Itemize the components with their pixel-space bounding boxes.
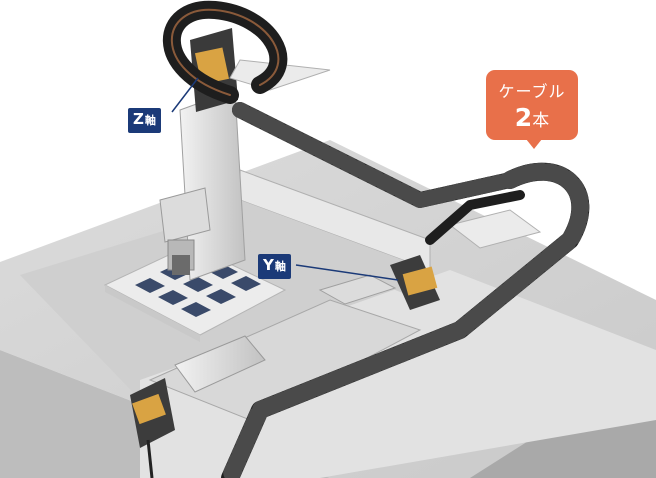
cable-chain — [162, 0, 590, 478]
callout-tail — [526, 139, 542, 149]
z-axis-letter: Z — [133, 110, 144, 128]
callout-cable-text: ケーブル — [498, 82, 566, 101]
y-axis-leader — [295, 264, 399, 281]
callout-count: 2本 — [486, 103, 578, 132]
z-axis-kanji: 軸 — [144, 114, 156, 127]
side-panel — [140, 270, 656, 478]
y-axis-kanji: 軸 — [274, 260, 286, 273]
right-plate — [448, 209, 542, 249]
callout-number: 2 — [514, 103, 533, 132]
z-axis-label: Z軸 — [128, 108, 161, 133]
y-axis-label: Y軸 — [258, 254, 291, 279]
z-axis-leader — [171, 77, 199, 113]
callout-unit: 本 — [532, 111, 550, 131]
cable-count-callout: ケーブル 2本 — [486, 70, 578, 149]
y-beam — [235, 169, 440, 310]
y-axis-letter: Y — [263, 256, 274, 274]
x-actuator — [130, 299, 422, 478]
